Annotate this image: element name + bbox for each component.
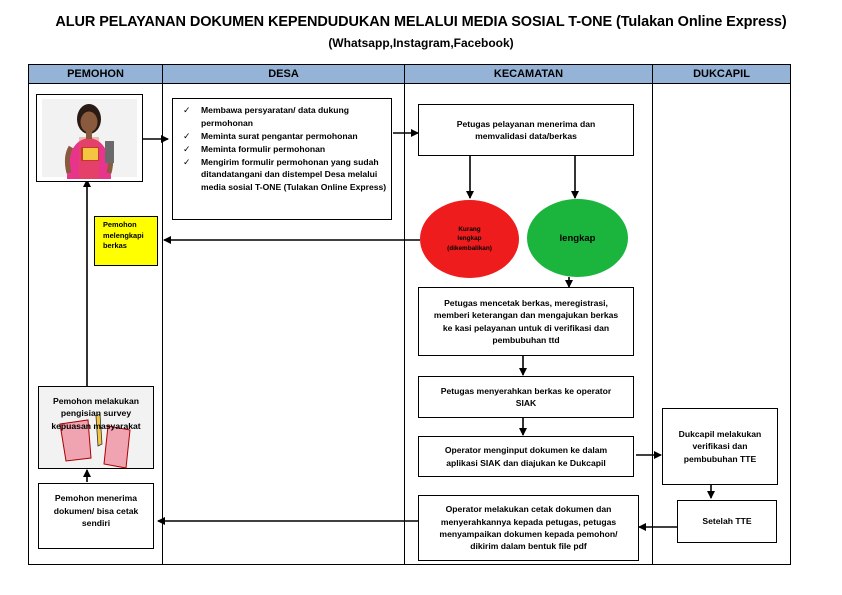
- pemohon-photo-frame: [36, 94, 143, 182]
- survey-pencil-icon: [59, 413, 131, 469]
- node-validasi-label: Petugas pelayanan menerima dan memvalida…: [456, 118, 596, 141]
- node-menerima-label: Pemohon menerima dokumen/ bisa cetak sen…: [53, 493, 139, 529]
- node-mencetak: Petugas mencetak berkas, meregistrasi, m…: [418, 287, 634, 356]
- check-icon: ✓: [183, 130, 191, 141]
- node-kurang-lengkap: Kurang lengkap (dikembalikan): [420, 200, 519, 278]
- node-lengkap: lengkap: [527, 199, 628, 277]
- lane-header-pemohon: PEMOHON: [28, 64, 163, 84]
- check-icon: ✓: [183, 105, 191, 115]
- node-cetak-dokumen: Operator melakukan cetak dokumen dan men…: [418, 495, 639, 561]
- check-icon: ✓: [183, 143, 191, 154]
- node-desa-steps: ✓ Membawa persyaratan/ data dukung permoh…: [172, 98, 392, 220]
- node-survey-label: Pemohon melakukan pengisian survey kepua…: [51, 396, 141, 431]
- lane-divider-2: [404, 64, 405, 565]
- node-lengkap-label: lengkap: [559, 232, 596, 244]
- node-pemohon-melengkapi-label: Pemohon melengkapi berkas: [103, 220, 144, 251]
- node-mencetak-label: Petugas mencetak berkas, meregistrasi, m…: [433, 297, 619, 345]
- node-pemohon-melengkapi: Pemohon melengkapi berkas: [94, 216, 158, 266]
- node-tte-label: Setelah TTE: [702, 516, 752, 527]
- node-validasi: Petugas pelayanan menerima dan memvalida…: [418, 104, 634, 156]
- node-menyerahkan: Petugas menyerahkan berkas ke operator S…: [418, 376, 634, 418]
- desa-step-2: ✓ Meminta surat pengantar permohonan: [177, 130, 387, 143]
- lane-divider-1: [162, 64, 163, 565]
- desa-step-1: ✓ Membawa persyaratan/ data dukung permoh…: [177, 104, 387, 130]
- node-dukcapil-verifikasi: Dukcapil melakukan verifikasi dan pembub…: [662, 408, 778, 485]
- desa-step-1-label: Membawa persyaratan/ data dukung permoho…: [201, 105, 350, 128]
- check-icon: ✓: [183, 156, 191, 167]
- lane-header-kecamatan: KECAMATAN: [404, 64, 653, 84]
- desa-step-4: ✓ Mengirim formulir permohonan yang sudah…: [177, 156, 387, 195]
- lane-divider-3: [652, 64, 653, 565]
- desa-step-4-label: Mengirim formulir permohonan yang sudah …: [201, 156, 387, 193]
- node-setelah-tte: Setelah TTE: [677, 500, 777, 543]
- diagram-title: ALUR PELAYANAN DOKUMEN KEPENDUDUKAN MELA…: [55, 14, 787, 30]
- desa-step-3: ✓ Meminta formulir permohonan: [177, 143, 387, 156]
- node-menyerahkan-label: Petugas menyerahkan berkas ke operator S…: [440, 385, 612, 408]
- lane-header-dukcapil: DUKCAPIL: [652, 64, 791, 84]
- node-survey-kepuasan: Pemohon melakukan pengisian survey kepua…: [38, 386, 154, 469]
- node-verifikasi-label: Dukcapil melakukan verifikasi dan pembub…: [678, 428, 762, 464]
- desa-step-3-label: Meminta formulir permohonan: [201, 143, 326, 154]
- node-input-siak: Operator menginput dokumen ke dalam apli…: [418, 436, 634, 477]
- node-input-label: Operator menginput dokumen ke dalam apli…: [444, 445, 608, 468]
- desa-step-2-label: Meminta surat pengantar permohonan: [201, 130, 358, 141]
- node-kurang-label: Kurang lengkap (dikembalikan): [447, 225, 492, 252]
- person-photo-icon: [42, 99, 137, 179]
- diagram-subtitle: (Whatsapp,Instagram,Facebook): [328, 36, 514, 50]
- node-cetak-label: Operator melakukan cetak dokumen dan men…: [439, 504, 618, 552]
- node-pemohon-menerima: Pemohon menerima dokumen/ bisa cetak sen…: [38, 483, 154, 549]
